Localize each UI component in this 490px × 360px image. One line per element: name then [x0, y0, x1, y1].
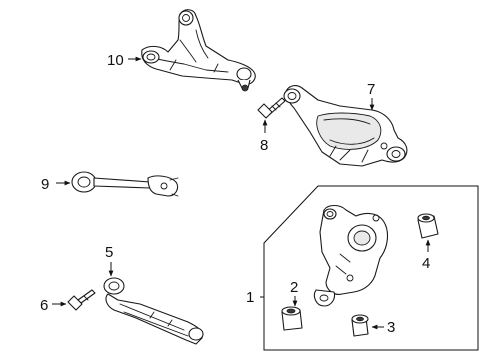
bushing-part-2 [281, 306, 303, 331]
callout-7: 7 [367, 81, 375, 98]
callout-4: 4 [422, 255, 430, 272]
callout-2: 2 [290, 279, 298, 296]
knuckle-group-frame [263, 185, 479, 351]
callout-1: 1 [246, 289, 254, 306]
lower-control-arm-part [283, 85, 408, 167]
trailing-link-part [71, 171, 179, 197]
bolt-part-6 [67, 289, 96, 311]
bolt-part-8 [257, 97, 286, 119]
knuckle-part [313, 204, 389, 307]
callout-10: 10 [107, 52, 124, 69]
callout-8: 8 [260, 137, 268, 154]
callout-6: 6 [40, 297, 48, 314]
callout-9: 9 [41, 176, 49, 193]
lateral-link-part [103, 277, 204, 345]
callout-3: 3 [387, 319, 395, 336]
bushing-part-3 [351, 314, 369, 337]
upper-control-arm-part [141, 9, 256, 92]
callout-5: 5 [105, 244, 113, 261]
bushing-part-4 [417, 213, 439, 239]
